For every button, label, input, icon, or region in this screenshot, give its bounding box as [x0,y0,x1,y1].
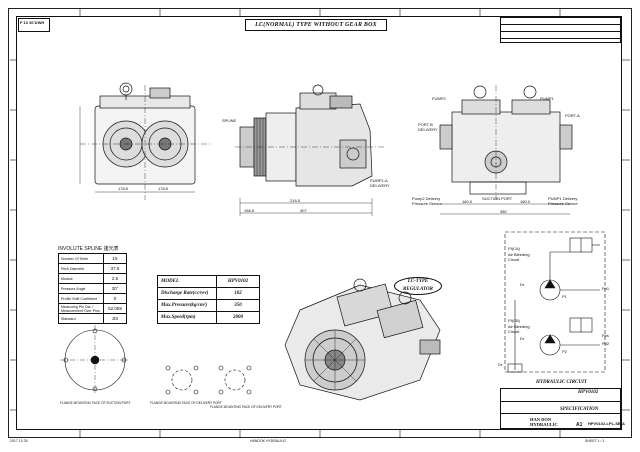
dimension: 407 [300,208,307,213]
revision-table [500,17,621,43]
regulator-callout: LC-TYPE REGULATOR [394,277,442,295]
flange-caption: FLANGE MOUNTING FACE OF SUCTION PORT [60,401,131,405]
dimension: 158.5 [244,208,255,213]
circuit-label: Pps [602,333,609,338]
circuit-label: P1 [562,294,567,299]
rev-row [501,18,620,25]
port-a-label: PORT-A [565,113,580,118]
title-block-spec: SPECIFICATION [560,407,599,412]
inner-frame [16,16,622,430]
pump2-sensor-label: Pump2 Delivery Pressure Sensor [412,196,442,206]
circuit-label: Dr [520,282,525,287]
hydraulic-circuit [504,231,606,373]
port-b-label: PORT-B DELIVERY [418,122,438,132]
involute-spline-title: INVOLUTE SPLINE 諸元表 [58,246,119,252]
pump1-sensor-label: PUMP1 Delivery Pressure Sensor [548,196,578,206]
pump1-delivery-label: PUMP1-A DELIVERY [370,178,390,188]
table-row: Discharge Rate(cc/rev)102 [157,287,260,300]
circuit-label: Dr [498,362,503,367]
circuit-label: PI(CA) [508,246,520,251]
drawing-number: HPV0102-LPL-SE-A [588,421,625,426]
footer-center: HANDOK HYDRAULIC [250,439,287,443]
table-row: Measuring Pin Dia. / Measurement Over Pi… [58,303,127,314]
dimension: 380 [500,209,507,214]
dimension: 160.0 [520,199,531,204]
circuit-label: Air Bleeding Circuit [508,252,530,262]
hydraulic-circuit-title: HYDRAULIC CIRCUIT [536,380,587,385]
flange-caption: FLANGE MOUNTING FACE OF DELIVERY PORT [210,405,282,409]
title-block-model: HPV0102 [578,390,599,395]
company-name: HAN DON HYDRAULIC [530,417,558,427]
footer-right: SHEET 1 / 1 [585,439,605,443]
footer-left: 2017 10 26 [10,439,28,443]
table-row: Max.Pressure(kg/cm²)350 [157,299,260,312]
circuit-label: Pd2 [602,341,610,346]
corner-stamp: F 10 30 DWH [18,18,50,32]
dimension: 160.0 [462,199,473,204]
isometric-view [284,278,441,401]
spline-label: SPLINE [222,118,237,123]
side-view [235,84,385,216]
circuit-label: Pd1 [602,286,610,291]
pump2-label: PUMP2 [432,96,446,101]
dimension: 216.5 [290,198,301,203]
flange-caption: FLANGE MOUNTING FACE OF DELIVERY PORT [150,401,222,405]
rev-row [501,32,620,39]
flange-faces [60,325,252,395]
rear-view [439,85,573,215]
sheet-size: A1 [576,422,583,428]
rev-row [501,25,620,32]
dimension: 178.5 [118,186,129,191]
table-row: Max.Speed(rpm)2000 [157,311,260,324]
circuit-label: PI(CB) [508,318,520,323]
circuit-label: Dr [520,336,525,341]
drawing-title: LC(NORMAL) TYPE WITHOUT GEAR BOX [245,19,387,31]
title-block [500,388,622,429]
front-view [79,82,210,200]
pump1-label: PUMP1 [540,96,554,101]
dimension: 178.5 [158,186,169,191]
suction-port-label: SUCTION PORT [482,196,513,201]
circuit-label: Air Bleeding Circuit [508,324,530,334]
circuit-label: P2 [562,349,567,354]
